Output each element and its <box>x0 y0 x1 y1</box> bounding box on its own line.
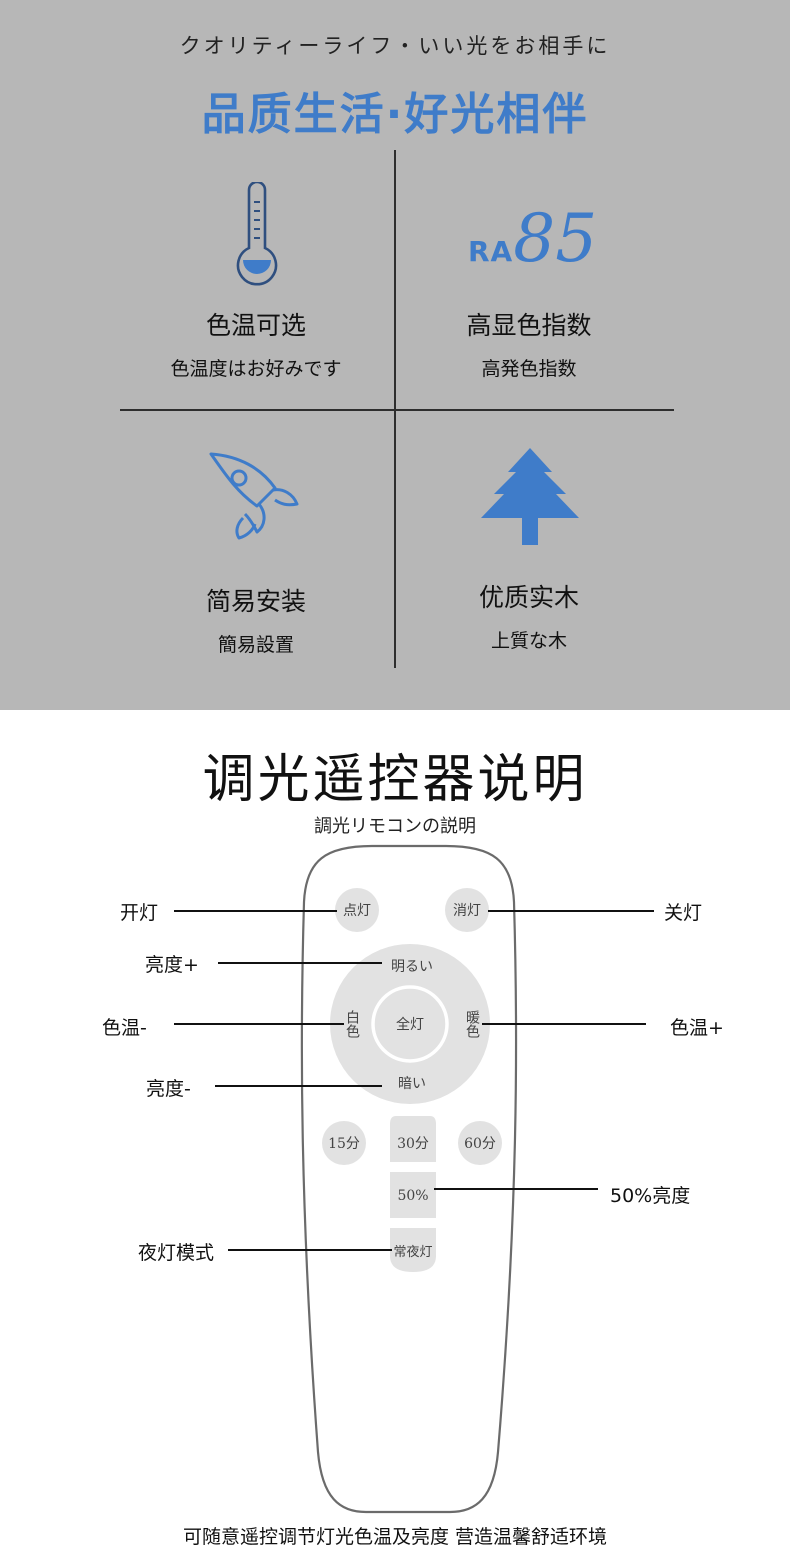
callout-brightness-up: 亮度+ <box>145 954 199 976</box>
callout-half-brightness: 50%亮度 <box>610 1185 691 1207</box>
callout-on: 开灯 <box>120 902 159 924</box>
headline: 品质生活·好光相伴 <box>201 89 589 140</box>
callout-line <box>434 1188 598 1190</box>
ra-value: 85 <box>513 200 598 277</box>
thermometer-icon <box>236 182 278 286</box>
brightness-down-button[interactable]: 暗い <box>398 1076 426 1092</box>
feature-subtitle: 簡易設置 <box>217 634 294 656</box>
rocket-icon <box>209 452 299 540</box>
feature-title: 优质实木 <box>478 583 579 612</box>
feature-title: 高显色指数 <box>466 311 592 340</box>
callout-line <box>218 962 382 964</box>
callout-color-temp-minus: 色温- <box>102 1017 147 1039</box>
timer-15-button[interactable]: 15分 <box>322 1121 366 1165</box>
feature-color-temp: 色温可选 色温度はお好みです <box>118 306 394 381</box>
feature-title: 色温可选 <box>205 311 306 340</box>
ra-badge: RA85 <box>468 200 597 277</box>
off-button[interactable]: 消灯 <box>445 888 489 932</box>
brightness-up-button[interactable]: 明るい <box>391 959 433 975</box>
feature-subtitle: 高発色指数 <box>481 358 577 380</box>
divider-horizontal <box>120 409 674 411</box>
timer-60-button[interactable]: 60分 <box>458 1121 502 1165</box>
ra-label: RA <box>468 235 514 268</box>
on-button[interactable]: 点灯 <box>335 888 379 932</box>
callout-line <box>174 910 337 912</box>
callout-brightness-down: 亮度- <box>146 1078 191 1100</box>
callout-line <box>488 910 654 912</box>
callout-off: 关灯 <box>664 902 703 924</box>
warm-color-button[interactable]: 暖色 <box>464 1010 480 1038</box>
jp-tagline: クオリティーライフ・いい光をお相手に <box>179 34 611 58</box>
callout-color-temp-plus: 色温+ <box>670 1017 724 1039</box>
callout-line <box>174 1023 344 1025</box>
callout-night-mode: 夜灯模式 <box>138 1242 215 1264</box>
callout-line <box>228 1249 392 1251</box>
remote-section-subtitle: 調光リモコンの説明 <box>314 816 476 837</box>
feature-cri: 高显色指数 高発色指数 <box>391 306 667 381</box>
feature-wood: 优质实木 上質な木 <box>391 578 667 653</box>
remote-section-title: 调光遥控器说明 <box>202 750 588 810</box>
white-color-button[interactable]: 白色 <box>344 1010 360 1038</box>
callout-line <box>215 1085 382 1087</box>
feature-subtitle: 上質な木 <box>490 630 567 652</box>
feature-panel: クオリティーライフ・いい光をお相手に 品质生活·好光相伴 RA85 色温可选 色… <box>0 0 790 710</box>
timer-30-button[interactable]: 30分 <box>397 1136 429 1152</box>
callout-line <box>482 1023 646 1025</box>
feature-install: 简易安装 簡易設置 <box>118 582 394 657</box>
feature-title: 简易安装 <box>205 587 306 616</box>
night-light-button[interactable]: 常夜灯 <box>393 1244 433 1260</box>
tree-icon <box>481 448 579 545</box>
footer-caption: 可随意遥控调节灯光色温及亮度 营造温馨舒适环境 <box>182 1526 608 1548</box>
half-brightness-button[interactable]: 50% <box>397 1188 429 1204</box>
all-light-button[interactable]: 全灯 <box>396 1017 424 1033</box>
feature-subtitle: 色温度はお好みです <box>170 358 342 380</box>
